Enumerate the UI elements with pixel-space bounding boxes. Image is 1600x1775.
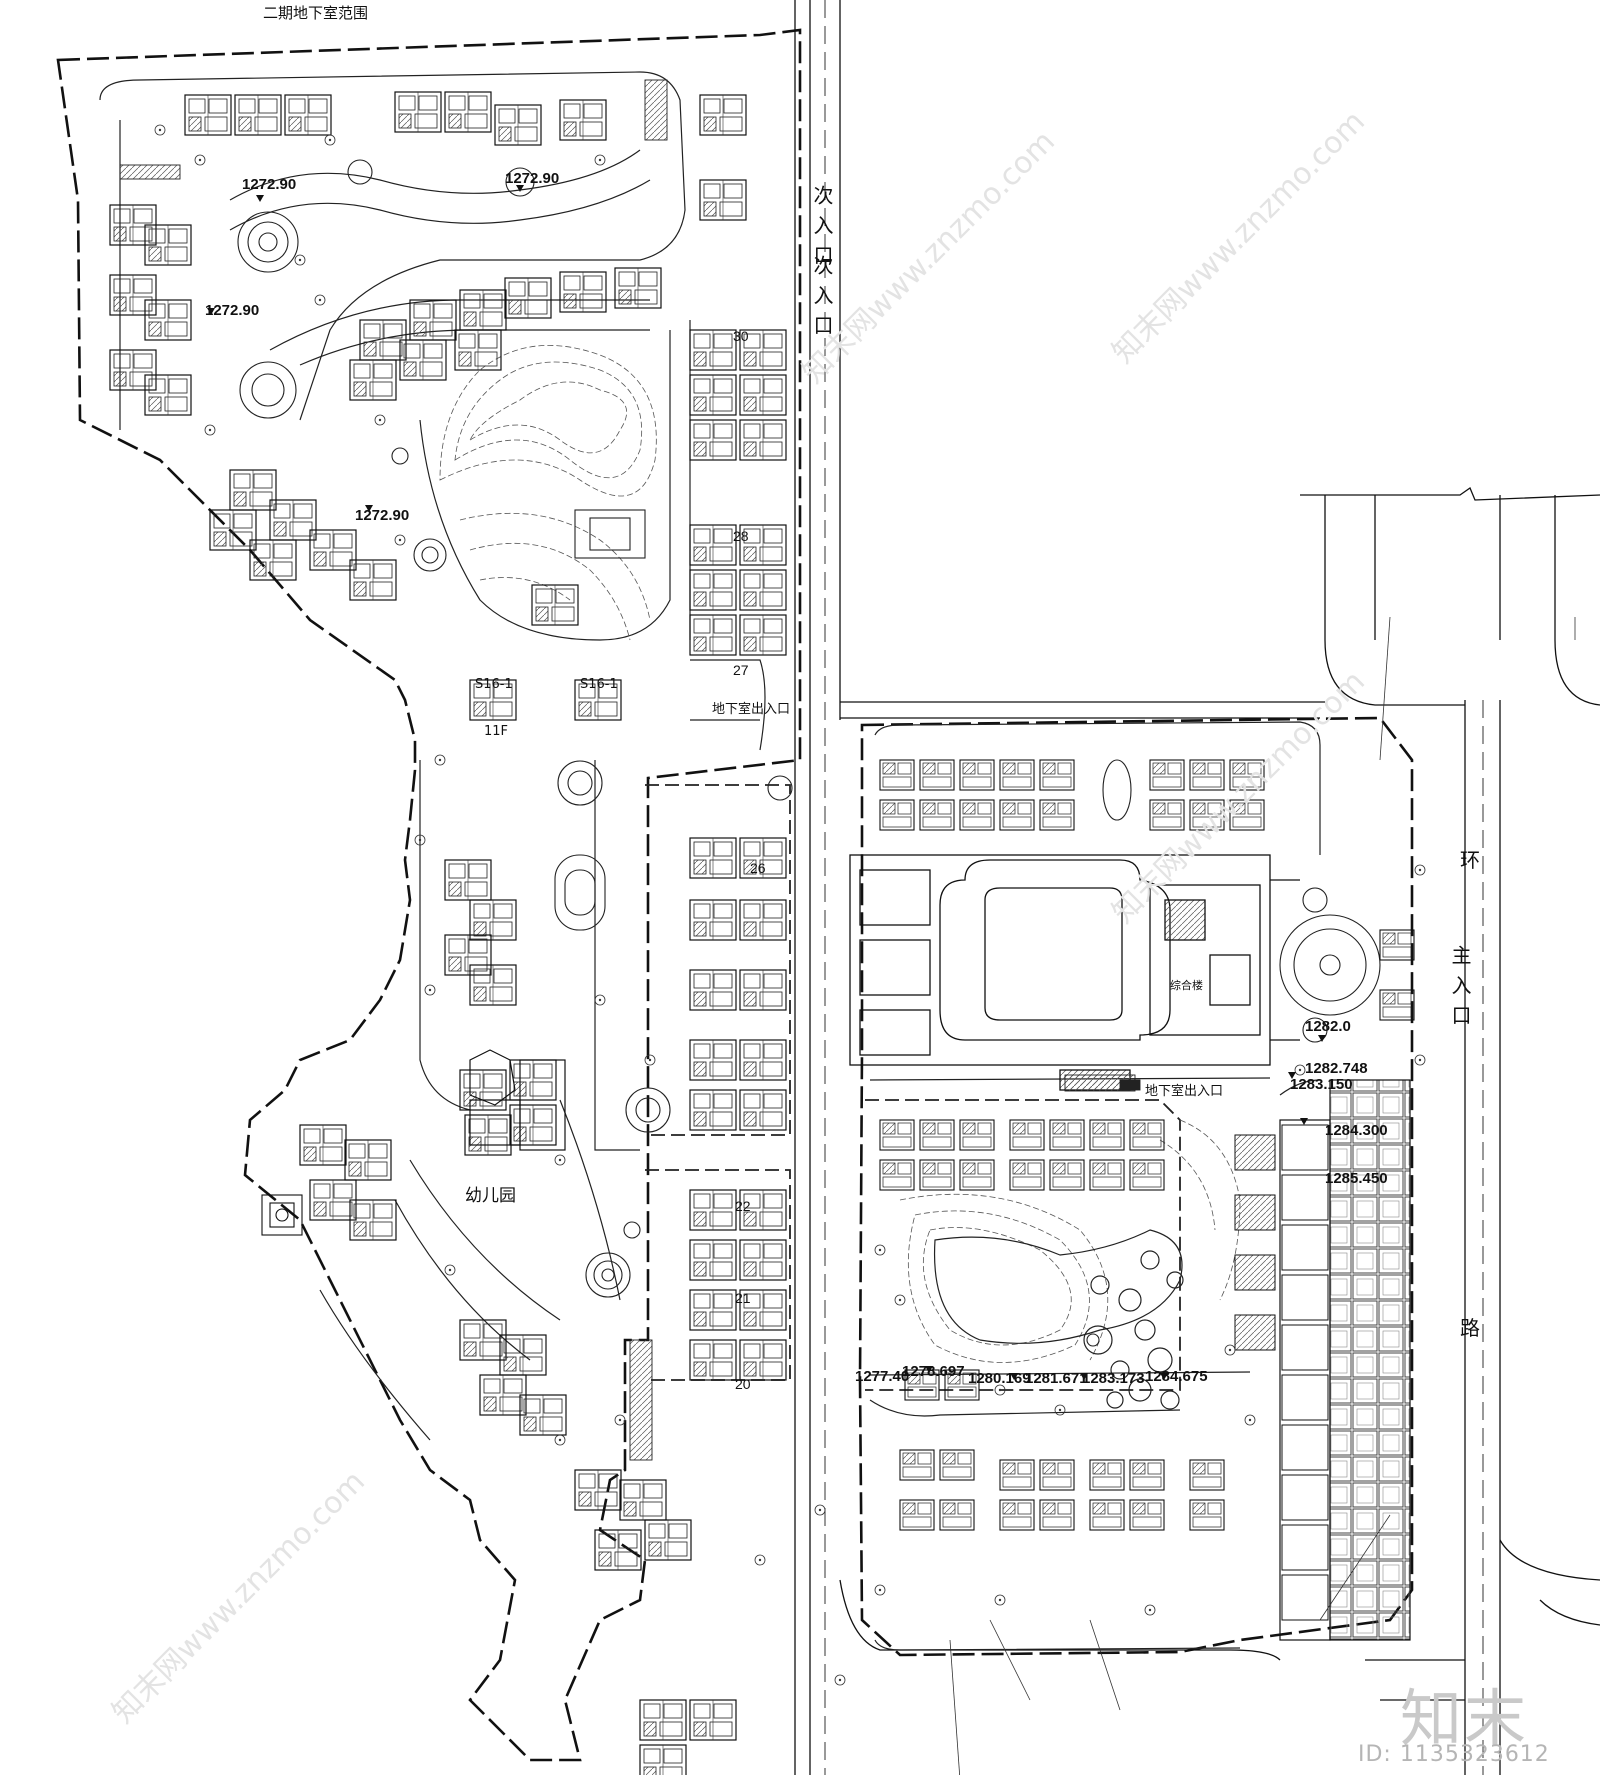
elevation-label: 1278.697 (902, 1363, 965, 1380)
basement-exit-label-center: 地下室出入口 (1145, 1084, 1224, 1099)
building-number: 30 (733, 328, 749, 344)
complex-building-label: 综合楼 (1170, 979, 1203, 992)
building-number: 22 (735, 1198, 751, 1214)
east-water-feature (933, 1229, 1184, 1410)
building-label-s16b: S16-1 (580, 677, 618, 692)
buildings-west-columns (689, 329, 787, 1381)
kindergarten-building (469, 1049, 566, 1151)
ring-road-label: 环 (1460, 848, 1480, 872)
basement-exit-label-north: 地下室出入口 (712, 702, 791, 717)
road-lines (794, 0, 1600, 1775)
elevation-label: 1284.300 (1325, 1122, 1388, 1139)
floors-label-11f: 11F (484, 724, 509, 739)
elevation-label: 1282.0 (1305, 1018, 1351, 1035)
road-label: 路 (1460, 1316, 1480, 1340)
watermark-id: ID: 1135323612 (1358, 1742, 1550, 1767)
main-entrance-label: 主入口 (1448, 945, 1472, 1035)
building-number: 20 (735, 1376, 751, 1392)
elevation-label: 1272.90 (242, 176, 297, 193)
building-number: 26 (750, 860, 766, 876)
site-boundary (56, 28, 802, 1762)
kindergarten-label: 幼儿园 (465, 1186, 516, 1206)
elevation-label: 1281.671 (1025, 1370, 1088, 1387)
complex-building-outline (849, 854, 1300, 1091)
elevation-label: 1283.173 (1082, 1370, 1145, 1387)
basement-range-label: 二期地下室范围 (263, 4, 369, 22)
building-number: 27 (733, 662, 749, 678)
building-number: 28 (733, 528, 749, 544)
elevation-label: 1280.169 (968, 1370, 1031, 1387)
elevation-label: 1282.748 (1305, 1060, 1368, 1077)
elevation-label: 1272.90 (355, 507, 410, 524)
grid-plaza (1329, 1079, 1411, 1641)
plaza-features (237, 159, 1381, 1347)
elevation-label: 1277.40 (855, 1368, 910, 1385)
watermark-brand-logo: 知末 (1400, 1682, 1529, 1755)
elevation-markers (207, 185, 1326, 1380)
building-number: 21 (735, 1290, 751, 1306)
elevation-label: 1284.675 (1145, 1368, 1208, 1385)
buildings-west-north (109, 91, 747, 721)
elevation-label: 1272.90 (205, 302, 260, 319)
buildings-west-south (299, 859, 737, 1775)
secondary-entrance-label-2: 次入口 (810, 255, 834, 345)
building-label-s16a: S16-1 (475, 677, 513, 692)
secondary-entrance-label: 次入口 (810, 185, 834, 275)
elevation-label: 1272.90 (505, 170, 560, 187)
elevation-label: 1285.450 (1325, 1170, 1388, 1187)
elevation-label: 1283.150 (1290, 1076, 1353, 1093)
